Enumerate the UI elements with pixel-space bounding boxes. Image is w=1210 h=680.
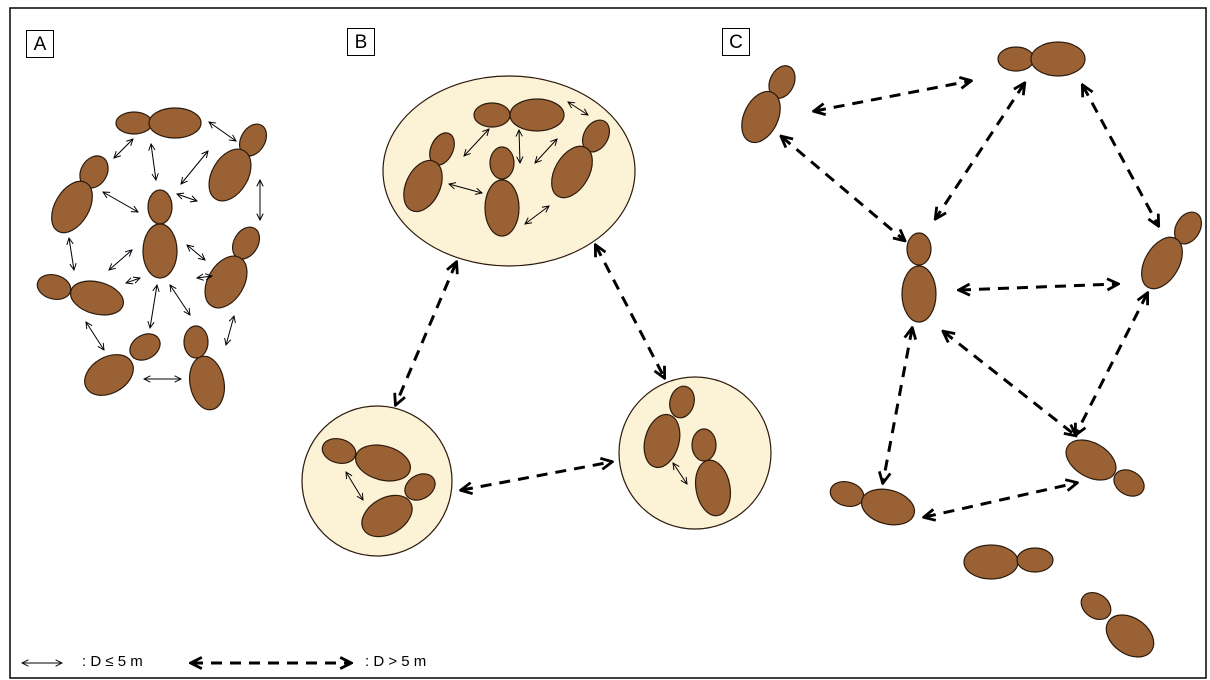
organism-body [484,179,520,237]
organism-body [669,385,695,419]
legend-near-label: : D ≤ 5 m [82,653,143,670]
organism-body [36,274,72,300]
near-arrow [535,139,557,163]
organism-body [1105,614,1155,658]
organism-body [489,146,515,180]
organism-body [1141,236,1183,290]
near-arrow [151,144,156,180]
figure-frame [9,7,1207,679]
far-arrow [936,84,1024,218]
organism-body [860,488,916,526]
panel-a-near-arrows [69,122,260,379]
organism-body [361,494,413,538]
organism-body [829,481,865,507]
organism-body [208,148,252,202]
organism-body [509,98,565,132]
near-arrow [170,285,190,315]
organism-body [183,325,209,359]
near-arrow [197,276,212,278]
far-arrow [1083,86,1158,225]
near-arrow [568,102,588,115]
organism-body [901,265,937,323]
far-arrow [396,263,456,404]
near-arrow [126,278,140,283]
near-arrow [181,151,208,184]
near-arrow [519,130,520,163]
organism-body [354,444,412,482]
near-arrow [187,245,205,260]
organism-body [906,232,932,266]
far-arrow [782,137,904,240]
organism-body [1030,41,1086,77]
organism-body [1113,469,1145,497]
panel-b-near-arrows [346,102,687,500]
panel-a-label: A [26,30,54,58]
organism-body [129,333,161,361]
far-arrow [925,483,1076,517]
organism-body [963,544,1019,580]
organism-body [404,473,436,501]
organism-body [997,46,1035,72]
panel-b-organisms [321,98,732,538]
organism-body [403,159,443,213]
organism-body [148,107,202,139]
panel-b-label: B [347,28,375,56]
legend-far-label: : D > 5 m [365,653,427,670]
near-arrow [114,139,133,158]
near-arrow [673,463,687,484]
far-arrow [815,81,970,111]
near-arrow [525,206,549,224]
far-arrow [944,332,1075,435]
far-arrow [462,462,611,490]
organism-body [147,189,173,225]
near-arrow [346,472,363,500]
near-arrow [109,250,132,270]
near-arrow [464,129,489,156]
organism-body [142,223,178,279]
near-arrow [103,192,138,212]
organism-body [473,102,511,128]
organism-body [84,354,134,396]
organism-body [1065,439,1117,481]
panel-c-organisms [741,41,1203,658]
far-arrow [960,284,1117,290]
near-arrow [177,194,197,201]
organism-body [115,111,153,135]
organism-body [321,438,357,464]
organism-body [189,355,225,411]
panel-c-far-arrows [782,81,1158,517]
panel-c-label: C [722,28,750,56]
panel-a-cluster [36,107,268,411]
near-arrow [449,184,482,193]
organism-body [643,413,681,469]
near-arrow [209,122,236,141]
organism-body [1080,591,1112,621]
near-arrow [69,238,74,270]
organism-body [51,180,93,234]
near-arrow [226,316,234,345]
organism-body [741,90,781,144]
near-arrow [150,285,157,328]
near-arrow [86,322,104,350]
organism-body [69,280,125,316]
far-arrow [596,246,664,377]
organism-body [204,255,248,309]
far-arrow [1076,294,1147,434]
panel-b-far-arrows [396,246,664,490]
organism-body [691,428,717,462]
far-arrow [883,329,912,482]
organism-body [694,459,732,517]
organism-body [1016,547,1054,573]
